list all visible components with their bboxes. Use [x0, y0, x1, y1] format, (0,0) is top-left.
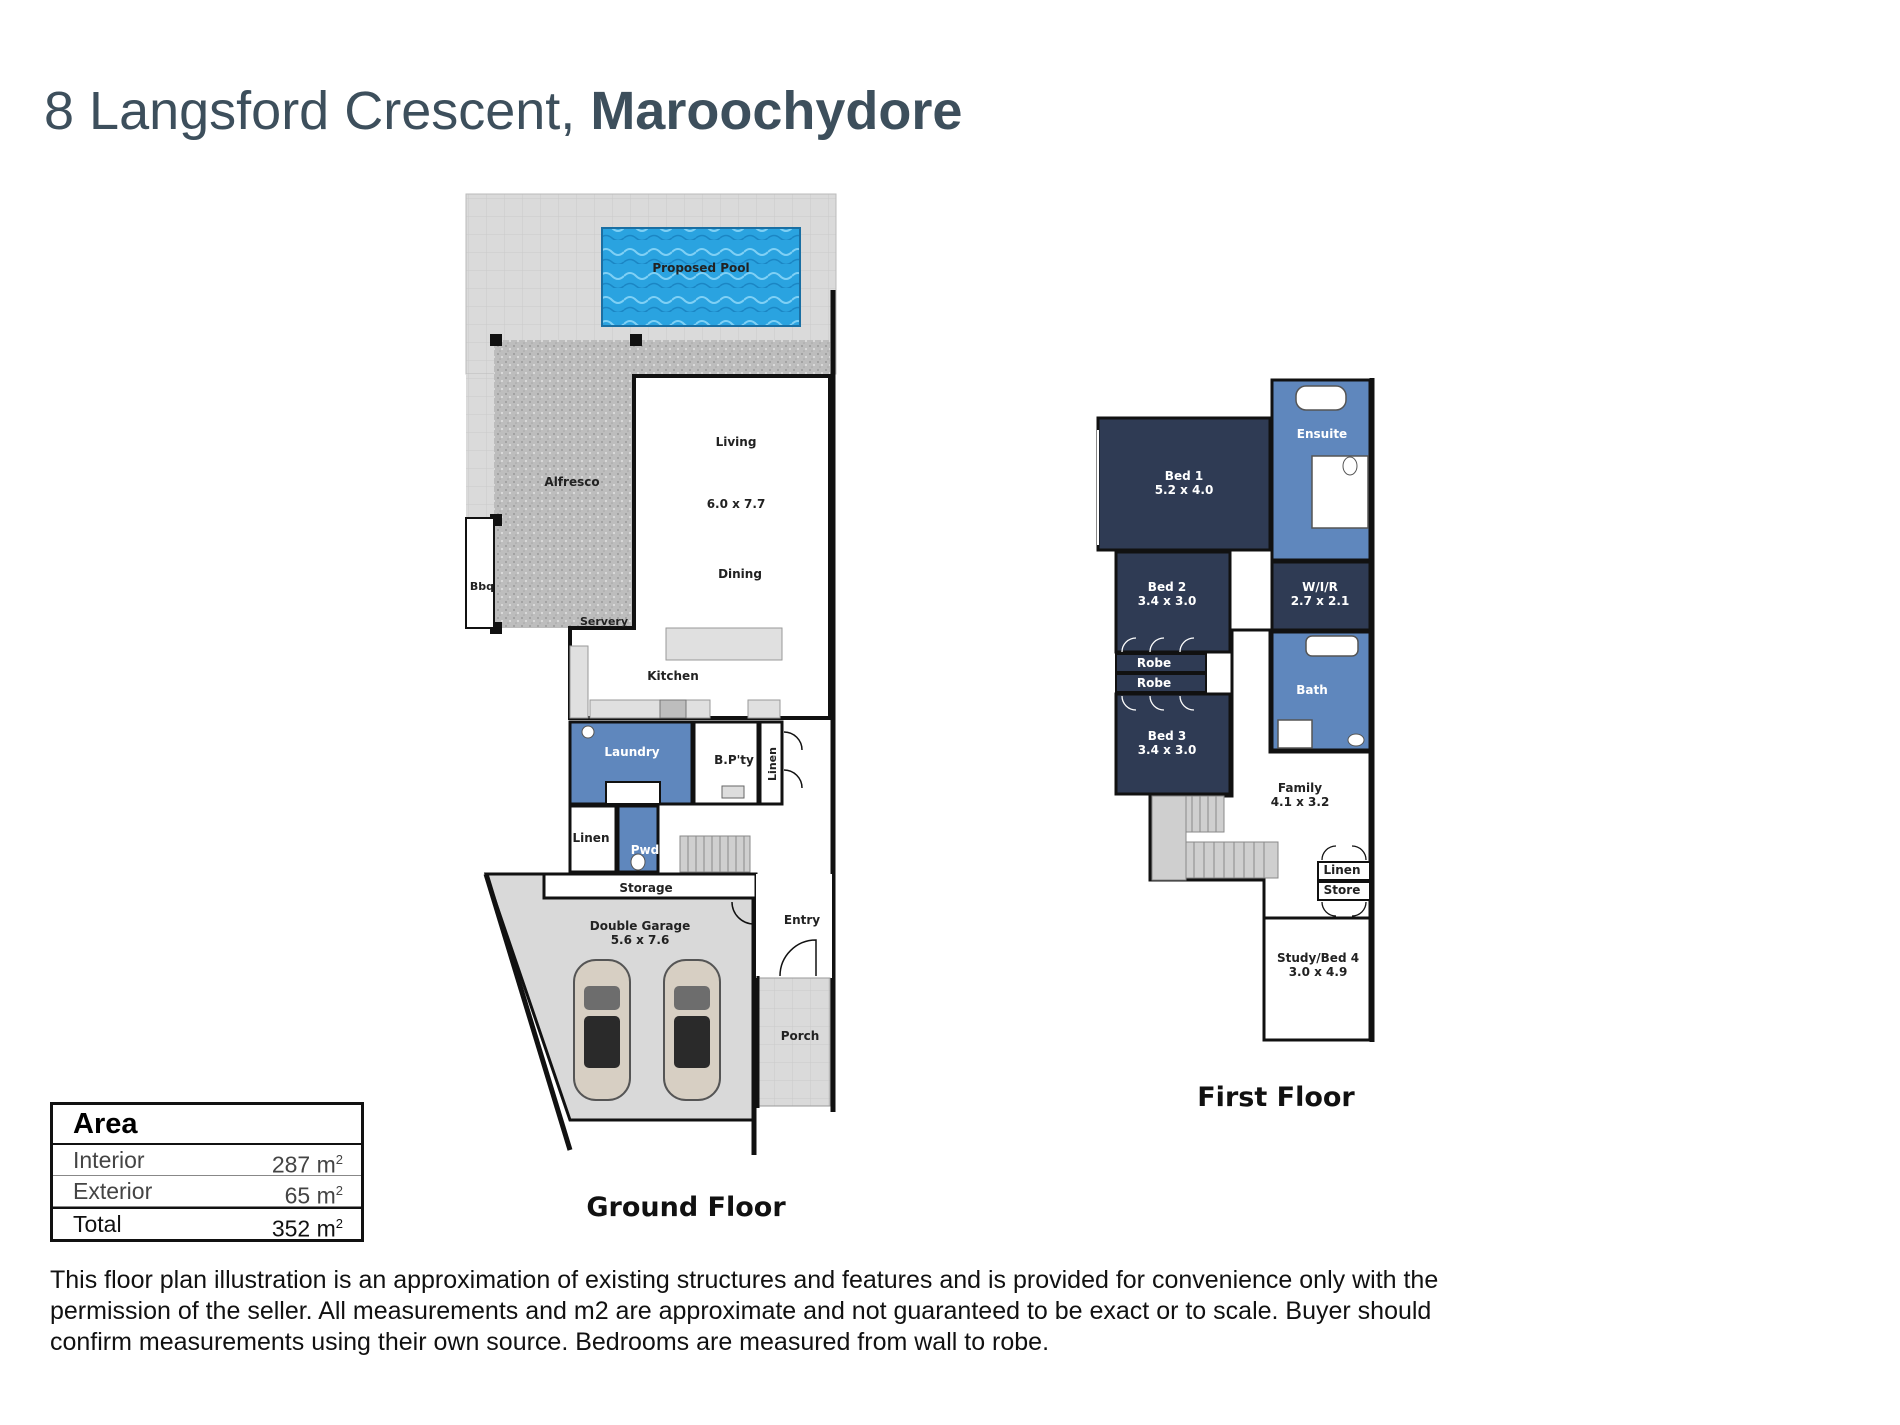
area-row-label: Interior — [73, 1147, 145, 1173]
suburb-name: Maroochydore — [590, 81, 963, 141]
robe-door-swing — [1121, 695, 1195, 711]
label-ensuite: Ensuite — [1297, 427, 1347, 441]
label-robe-1: Robe — [1137, 656, 1171, 670]
bed-3-room — [1114, 692, 1232, 796]
area-table-title: Area — [53, 1105, 361, 1145]
entry-hall — [756, 874, 832, 978]
label-laundry: Laundry — [604, 745, 659, 759]
label-alfresco: Alfresco — [544, 475, 599, 489]
label-proposed-pool: Proposed Pool — [652, 261, 749, 275]
robe-door-swing — [1121, 637, 1195, 653]
bbq-bench — [465, 517, 495, 629]
cooktop-icon — [659, 699, 687, 719]
label-porch: Porch — [781, 1029, 820, 1043]
toilet-icon — [1342, 456, 1358, 476]
label-butlers-pantry: B.P'ty — [714, 753, 754, 767]
label-study-bed-4: Study/Bed 4 — [1277, 951, 1359, 965]
kitchen-island — [665, 627, 783, 661]
label-bed-1-dims: 5.2 x 4.0 — [1155, 483, 1214, 497]
label-living-dims: 6.0 x 7.7 — [707, 497, 766, 511]
label-study-dims: 3.0 x 4.9 — [1289, 965, 1348, 979]
area-row-value: 352 m2 — [271, 1215, 343, 1242]
label-bed-2: Bed 2 — [1148, 580, 1186, 594]
car-icon — [663, 959, 721, 1101]
bathtub-icon — [1295, 385, 1347, 411]
first-floor-stairs — [1151, 795, 1279, 881]
linen-door-swing — [1321, 845, 1367, 917]
garage-door-swing — [731, 901, 755, 925]
study-bed-4-room — [1262, 916, 1372, 1042]
label-servery: Servery — [580, 615, 628, 628]
street-address: 8 Langsford Crescent, — [44, 81, 576, 141]
linen-cupboard-upper — [758, 720, 784, 806]
label-bed-1: Bed 1 — [1165, 469, 1203, 483]
first-floor-label: First Floor — [1197, 1082, 1355, 1113]
disclaimer-text: This floor plan illustration is an appro… — [50, 1266, 1439, 1356]
area-row-label: Total — [73, 1211, 122, 1237]
proposed-pool — [601, 227, 801, 327]
kitchen-bench — [569, 645, 589, 719]
label-double-garage: Double Garage — [590, 919, 690, 933]
robe-2 — [1115, 673, 1207, 693]
first-floor-plan: Ensuite Bed 1 5.2 x 4.0 Bed 2 3.4 x 3.0 … — [1096, 378, 1375, 1042]
linen-cupboard-lower — [568, 804, 618, 874]
kitchen-bench — [589, 699, 711, 719]
label-dining: Dining — [718, 567, 762, 581]
walk-in-robe — [1270, 560, 1372, 632]
label-bath: Bath — [1296, 683, 1328, 697]
label-family: Family — [1278, 781, 1322, 795]
page-title: 8 Langsford Crescent, Maroochydore — [44, 80, 962, 142]
vanity-icon — [1311, 455, 1369, 529]
shower-icon — [1277, 719, 1313, 749]
ground-floor-plan: Proposed Pool Alfresco Bbq Living 6.0 x … — [465, 193, 837, 1155]
porch-area — [757, 977, 831, 1107]
post — [490, 334, 502, 346]
label-family-dims: 4.1 x 3.2 — [1271, 795, 1330, 809]
toilet-icon — [630, 853, 646, 871]
label-linen-lower: Linen — [573, 831, 610, 845]
label-powder: Pwd — [631, 843, 659, 857]
entry-door-swing — [779, 939, 817, 977]
label-bed-2-dims: 3.4 x 3.0 — [1138, 594, 1197, 608]
label-storage: Storage — [619, 881, 672, 895]
label-store: Store — [1324, 883, 1361, 897]
label-bed-3: Bed 3 — [1148, 729, 1186, 743]
label-kitchen: Kitchen — [647, 669, 699, 683]
robe-1 — [1115, 653, 1207, 673]
label-living: Living — [716, 435, 757, 449]
label-wir-dims: 2.7 x 2.1 — [1291, 594, 1350, 608]
area-summary-table: Area Interior 287 m2 Exterior 65 m2 Tota… — [50, 1102, 364, 1242]
kitchen-bench — [747, 699, 781, 719]
area-row-total: Total 352 m2 — [53, 1207, 361, 1242]
bed-2-room — [1114, 550, 1232, 654]
ground-floor-label: Ground Floor — [586, 1192, 786, 1223]
label-linen: Linen — [1324, 863, 1361, 877]
post — [630, 334, 642, 346]
car-icon — [573, 959, 631, 1101]
alfresco-area — [494, 340, 830, 628]
label-linen-upper: Linen — [766, 747, 779, 781]
label-robe-2: Robe — [1137, 676, 1171, 690]
area-row-exterior: Exterior 65 m2 — [53, 1176, 361, 1209]
area-row-value: 65 m2 — [284, 1182, 343, 1209]
label-garage-dims: 5.6 x 7.6 — [611, 933, 670, 947]
sink-icon — [721, 785, 745, 799]
ground-stairs — [679, 835, 751, 873]
area-row-value: 287 m2 — [271, 1151, 343, 1178]
area-row-interior: Interior 287 m2 — [53, 1145, 361, 1178]
laundry-cupboard — [605, 781, 661, 805]
label-entry: Entry — [784, 913, 820, 927]
bathtub-icon — [1305, 635, 1359, 657]
label-bbq: Bbq — [470, 580, 494, 593]
bed-1-room — [1096, 416, 1272, 552]
label-wir: W/I/R — [1302, 580, 1338, 594]
area-row-label: Exterior — [73, 1178, 153, 1204]
label-bed-3-dims: 3.4 x 3.0 — [1138, 743, 1197, 757]
garage-side-wall — [483, 873, 573, 1151]
washer-icon — [581, 725, 595, 739]
toilet-icon — [1347, 733, 1365, 747]
linen-door-swing — [783, 731, 803, 789]
